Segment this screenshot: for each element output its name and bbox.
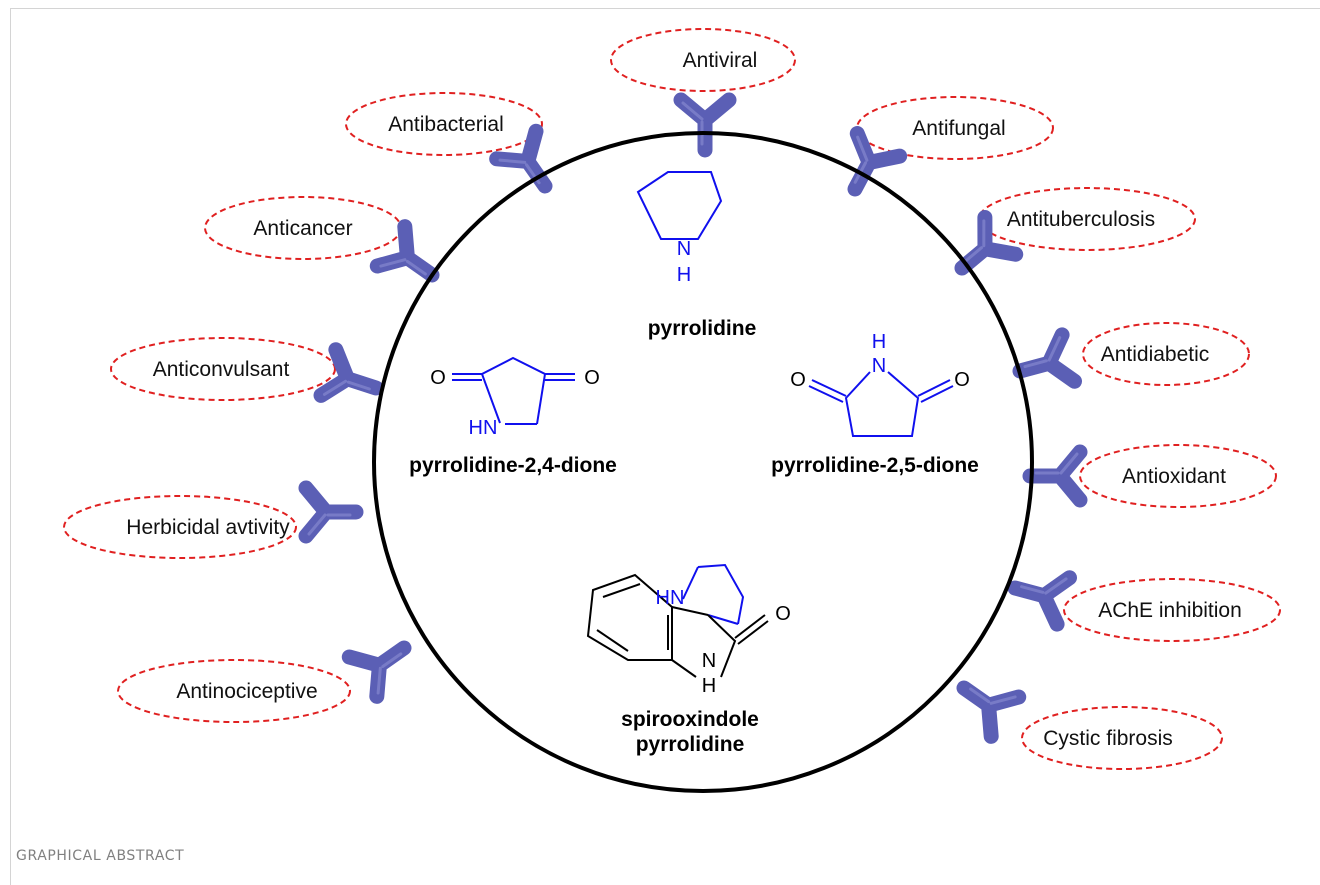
compound-name-spirooxindole: spirooxindole <box>621 708 759 731</box>
atom-h: H <box>702 675 716 697</box>
ellipse-antibacterial <box>345 92 543 156</box>
receptor-icon <box>681 100 729 150</box>
ellipse-cystic-fibrosis <box>1021 706 1223 770</box>
label-cystic-fibrosis: Cystic fibrosis <box>1043 727 1173 750</box>
label-antinociceptive: Antinociceptive <box>176 680 317 703</box>
pyrrolidine-2-5-dione-structure: H N O O pyrrolidine-2,5-dione <box>771 331 979 477</box>
label-anticancer: Anticancer <box>253 217 352 240</box>
spirooxindole-pyrrolidine-structure: HN O N H spirooxindole pyrrolidine <box>586 563 791 756</box>
label-antiviral: Antiviral <box>683 49 758 72</box>
receptor-icon <box>306 488 356 536</box>
receptor-icon <box>1030 452 1080 500</box>
pyrrolidine-structure: N H pyrrolidine <box>636 171 757 340</box>
atom-o: O <box>954 369 970 391</box>
activity-labels: Antiviral Antibacterial Antifungal Antic… <box>126 49 1241 750</box>
ellipse-herbicidal <box>63 495 297 559</box>
compound-name-pyrrolidine-2-5-dione: pyrrolidine-2,5-dione <box>771 454 979 477</box>
ellipse-antioxidant <box>1079 444 1277 508</box>
ellipse-antiviral <box>610 28 796 92</box>
label-antidiabetic: Antidiabetic <box>1101 343 1210 366</box>
atom-n: N <box>677 238 691 260</box>
label-herbicidal: Herbicidal avtivity <box>126 516 290 539</box>
label-anticonvulsant: Anticonvulsant <box>153 358 290 381</box>
ellipse-anticonvulsant <box>110 337 336 401</box>
compound-name-pyrrolidine: pyrrolidine <box>648 317 757 340</box>
receptor-icon <box>349 628 417 696</box>
label-ache-inhibition: AChE inhibition <box>1098 599 1242 622</box>
compound-name-pyrrolidine-2-4-dione: pyrrolidine-2,4-dione <box>409 454 617 477</box>
ellipse-antidiabetic <box>1082 322 1250 386</box>
receptor-icon <box>497 131 565 199</box>
compound-name-spiro-pyrrolidine: pyrrolidine <box>636 733 745 756</box>
scaffold-circle <box>372 131 1034 793</box>
ellipse-antifungal <box>856 96 1054 160</box>
atom-o: O <box>584 367 600 389</box>
atom-o: O <box>775 603 791 625</box>
atom-hn: HN <box>469 417 498 439</box>
atom-hn: HN <box>656 587 685 609</box>
atom-o: O <box>430 367 446 389</box>
pyrrolidine-2-4-dione-structure: O O HN pyrrolidine-2,4-dione <box>409 356 617 477</box>
label-antibacterial: Antibacterial <box>388 113 504 136</box>
figure-frame <box>10 8 1320 885</box>
ellipse-antinociceptive <box>117 659 351 723</box>
atom-h: H <box>872 331 886 353</box>
figure-caption: GRAPHICAL ABSTRACT <box>16 848 185 864</box>
atom-h: H <box>677 264 691 286</box>
receptor-icon <box>950 668 1018 736</box>
label-antioxidant: Antioxidant <box>1122 465 1226 488</box>
receptor-icon <box>1009 565 1070 624</box>
atom-n: N <box>872 355 886 377</box>
label-antituberculosis: Antituberculosis <box>1007 208 1155 231</box>
atom-n: N <box>702 650 716 672</box>
atom-o: O <box>790 369 806 391</box>
receptor-markers <box>306 100 1080 736</box>
ellipse-ache-inhibition <box>1063 578 1281 642</box>
label-antifungal: Antifungal <box>912 117 1005 140</box>
receptor-icon <box>377 227 445 295</box>
